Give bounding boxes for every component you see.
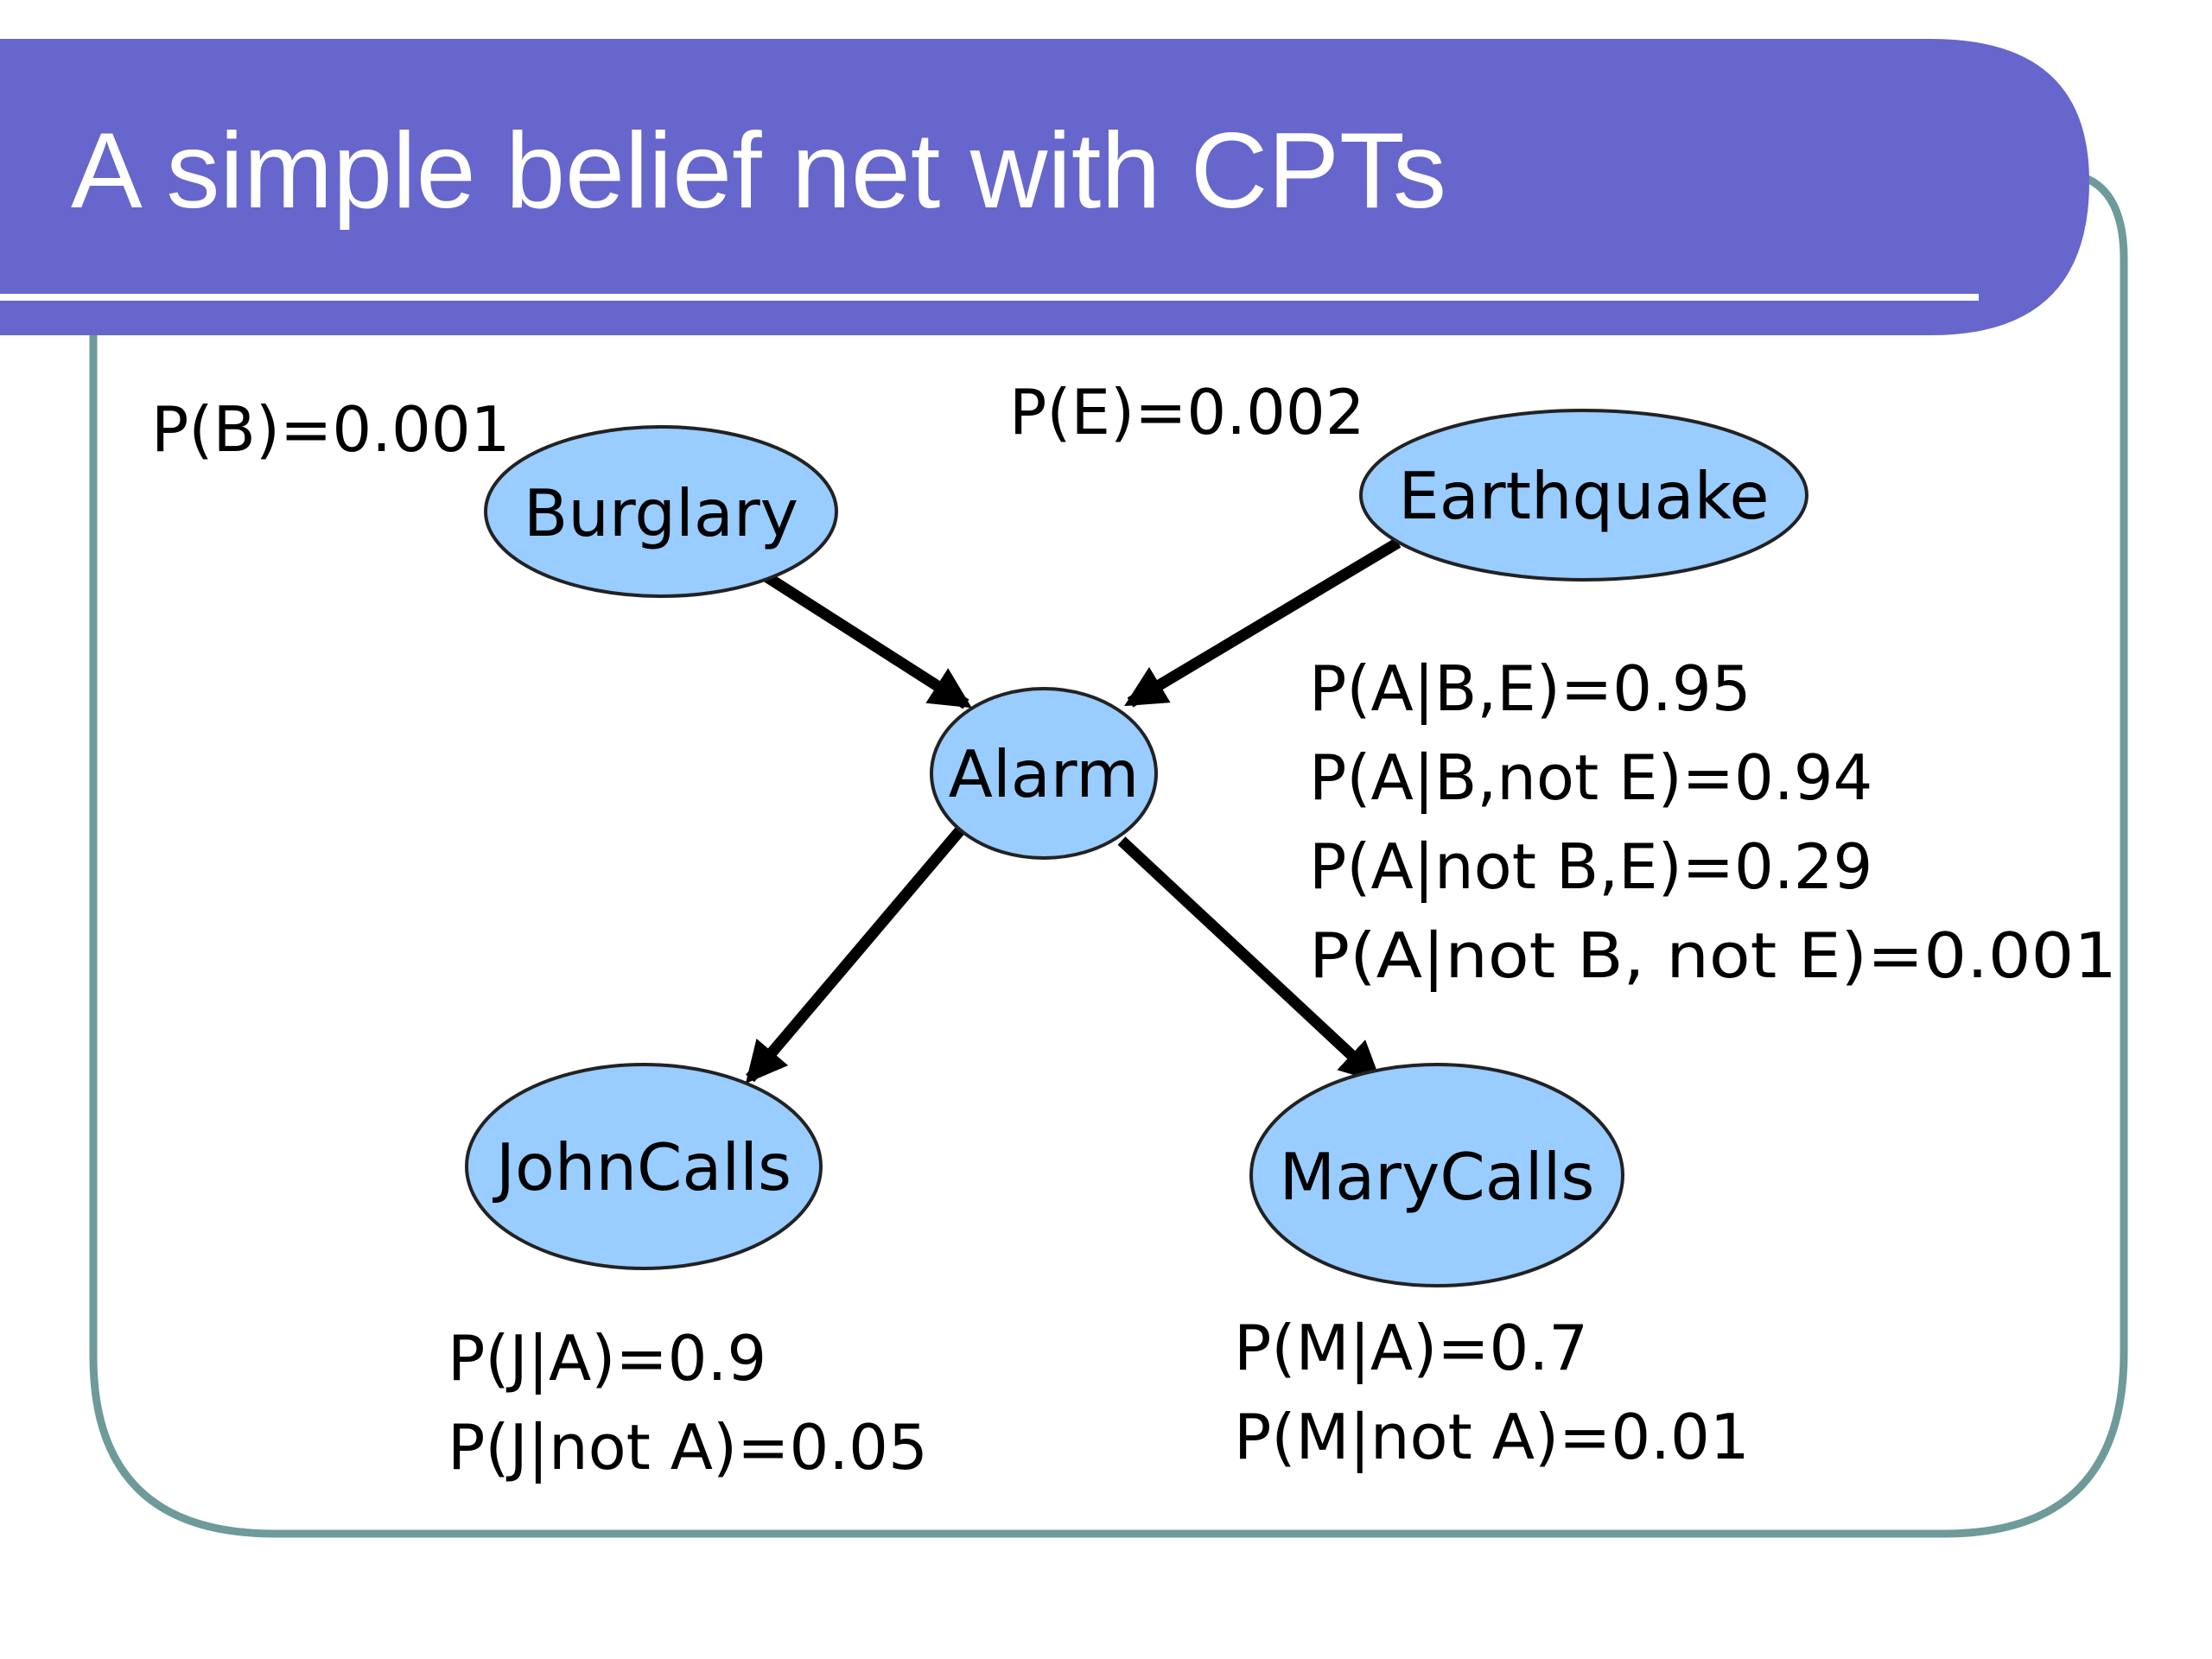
slide-frame xyxy=(89,168,2128,1538)
title-underline xyxy=(0,294,1979,301)
edge-alarm-johncalls xyxy=(745,819,970,1084)
page-title: A simple belief net with CPTs xyxy=(71,111,1446,231)
cpt-alarm-row-4: P(A|not B, not E)=0.001 xyxy=(1309,919,2117,993)
cpt-marycalls-row-1: P(M|A)=0.7 xyxy=(1234,1312,1588,1385)
node-marycalls: MaryCalls xyxy=(1249,1063,1624,1287)
edge-earthquake-alarm xyxy=(1124,537,1402,708)
node-earthquake-label: Earthquake xyxy=(1398,458,1769,534)
cpt-marycalls-row-2: P(M|not A)=0.01 xyxy=(1234,1401,1750,1474)
cpt-alarm-row-1: P(A|B,E)=0.95 xyxy=(1309,652,1751,726)
cpt-johncalls-row-1: P(J|A)=0.9 xyxy=(448,1322,766,1395)
node-johncalls-label: JohnCalls xyxy=(493,1129,791,1205)
node-alarm: Alarm xyxy=(930,687,1158,860)
cpt-alarm-row-3: P(A|not B,E)=0.29 xyxy=(1309,830,1872,904)
edge-alarm-marycalls xyxy=(1117,836,1382,1084)
cpt-earthquake: P(E)=0.002 xyxy=(1009,376,1365,448)
cpt-alarm-row-2: P(A|B,not E)=0.94 xyxy=(1309,741,1872,815)
node-johncalls: JohnCalls xyxy=(465,1063,823,1270)
node-burglary-label: Burglary xyxy=(524,475,798,551)
node-marycalls-label: MaryCalls xyxy=(1280,1139,1595,1215)
node-burglary: Burglary xyxy=(484,425,838,598)
cpt-johncalls-row-2: P(J|not A)=0.05 xyxy=(448,1411,928,1484)
node-alarm-label: Alarm xyxy=(949,736,1140,812)
title-bar xyxy=(0,39,2089,335)
node-earthquake: Earthquake xyxy=(1359,409,1808,582)
edge-burglary-alarm xyxy=(764,572,972,709)
cpt-burglary: P(B)=0.001 xyxy=(151,393,510,466)
